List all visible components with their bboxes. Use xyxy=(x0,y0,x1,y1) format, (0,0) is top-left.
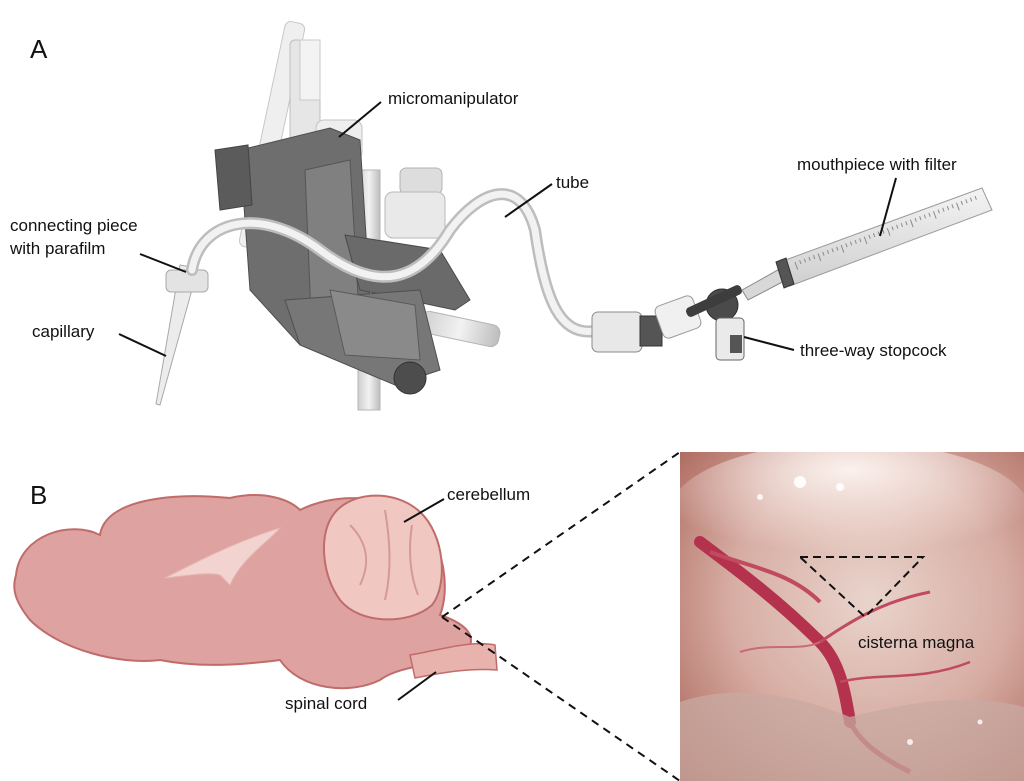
label-micromanipulator: micromanipulator xyxy=(388,88,518,110)
label-capillary: capillary xyxy=(32,321,94,343)
micromanipulator xyxy=(215,20,470,394)
label-connecting-piece-line2: with parafilm xyxy=(10,238,105,260)
label-spinal-cord: spinal cord xyxy=(285,693,367,715)
label-cisterna-magna: cisterna magna xyxy=(858,632,974,654)
label-mouthpiece: mouthpiece with filter xyxy=(797,154,957,176)
label-cerebellum: cerebellum xyxy=(447,484,530,506)
label-stopcock: three-way stopcock xyxy=(800,340,946,362)
label-tube: tube xyxy=(556,172,589,194)
brain-illustration xyxy=(14,495,497,688)
three-way-stopcock xyxy=(592,284,744,360)
mouthpiece-with-filter xyxy=(742,188,992,300)
cisterna-magna-photo xyxy=(680,452,1024,781)
label-connecting-piece-line1: connecting piece xyxy=(10,215,138,237)
